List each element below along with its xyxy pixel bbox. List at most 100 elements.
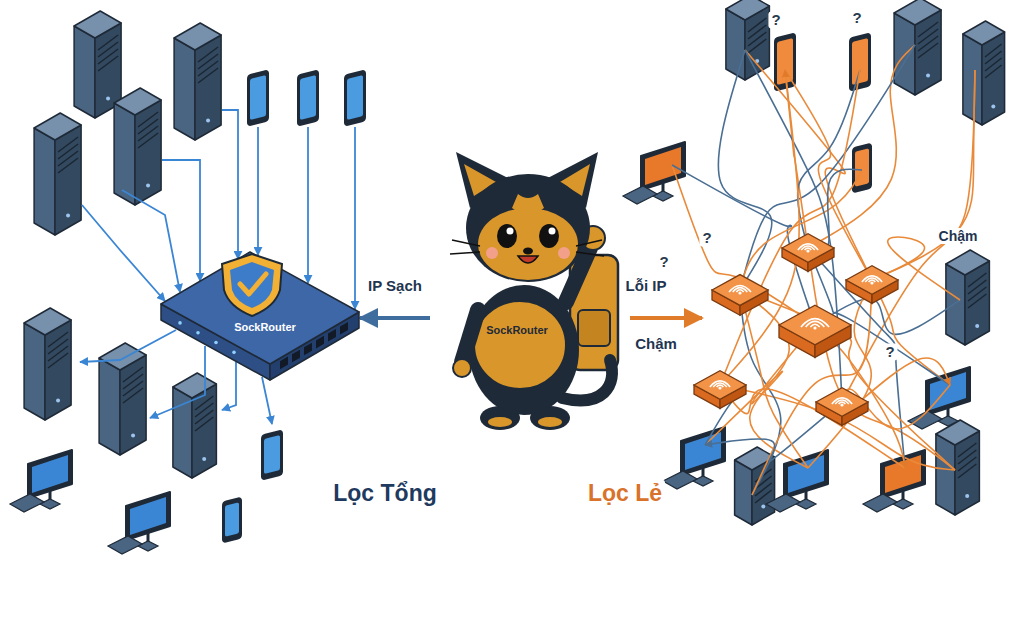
mascot: SockRouter (432, 150, 622, 440)
keyboard (766, 494, 800, 512)
server-front (120, 355, 146, 455)
cheek (486, 247, 498, 259)
head (466, 174, 590, 282)
orange-router (782, 234, 834, 272)
server-top (173, 373, 217, 398)
whisker (576, 240, 602, 246)
connector-arrow (360, 316, 430, 320)
keyboard (663, 471, 697, 489)
server-slot (918, 43, 938, 58)
server-top (114, 88, 161, 115)
server-side (174, 38, 195, 140)
question-mark: ? (849, 9, 864, 26)
tangled-wire (808, 45, 915, 248)
server-light (975, 324, 979, 328)
router-port (328, 329, 336, 342)
server-light (202, 457, 206, 461)
mouth (518, 256, 538, 263)
phone (247, 69, 269, 126)
clean-wire (122, 190, 180, 292)
whisker (452, 240, 480, 246)
server-slot (198, 61, 218, 76)
backpack-pocket (578, 310, 610, 346)
section-title: Lọc Tổng (330, 480, 439, 506)
server-slot (968, 273, 986, 287)
server-slot (748, 32, 766, 46)
phone-body (247, 69, 269, 126)
shield-inner (230, 262, 274, 308)
server-top (74, 11, 121, 38)
server-top (99, 343, 146, 370)
phone-screen (347, 75, 363, 120)
clean-wire (354, 127, 356, 309)
server-slot (748, 39, 766, 53)
keyboard (10, 494, 44, 512)
server-slot (195, 403, 213, 417)
router-top (846, 266, 898, 295)
monitor-screen (130, 497, 166, 535)
server-tower (114, 88, 161, 205)
server-front (195, 35, 221, 140)
router-top (816, 388, 868, 417)
shield (222, 254, 282, 316)
server-slot (985, 51, 1002, 64)
server-slot (918, 22, 938, 37)
wifi-arc (862, 276, 882, 282)
server-slot (958, 464, 976, 478)
server-slot (958, 443, 976, 457)
keyboard (623, 186, 657, 204)
server-side (946, 264, 965, 345)
foot (538, 417, 562, 427)
server-top (726, 0, 770, 20)
clean-wire (162, 160, 200, 281)
server-slot (968, 294, 986, 308)
orange-router (712, 275, 768, 316)
server-slot (748, 25, 766, 39)
question-mark: ? (699, 229, 714, 246)
router-light (232, 351, 236, 355)
wifi-arc (798, 244, 818, 250)
question-mark: ? (882, 343, 897, 360)
phone-body (344, 69, 366, 126)
server-side (963, 34, 982, 125)
monitor-screen (930, 372, 966, 410)
server-slot (123, 388, 143, 403)
tangled-wire (720, 70, 860, 385)
server-slot (195, 417, 213, 431)
shield-check (240, 274, 266, 294)
server-slot (138, 133, 158, 148)
orange-router (816, 388, 868, 426)
phone (222, 497, 242, 544)
router-port (304, 343, 312, 356)
foot (488, 417, 512, 427)
orange-router (779, 305, 851, 357)
server-slot (48, 332, 68, 347)
wifi-arc (710, 381, 730, 387)
server-side (726, 9, 745, 80)
phone (344, 69, 366, 126)
status-label: Chậm (632, 335, 680, 352)
server-slot (755, 490, 772, 503)
keyboard (108, 536, 142, 554)
server-side (735, 460, 752, 525)
whisker (576, 252, 604, 256)
status-label: Lỗi IP (623, 277, 670, 294)
server-front (982, 32, 1005, 125)
server-slot (58, 151, 78, 166)
server-slot (138, 119, 158, 134)
monitor-screen (645, 147, 681, 185)
tangled-wire (740, 45, 915, 290)
tangled-wire (808, 248, 955, 470)
server-slot (98, 35, 118, 50)
tangled-wire (872, 70, 975, 280)
phone (261, 429, 283, 480)
server-side (34, 128, 55, 235)
router-top (779, 305, 851, 345)
router-top (694, 371, 746, 400)
phone-body (222, 497, 242, 544)
server-light (926, 74, 930, 78)
monitor-base (138, 541, 158, 551)
server-light (965, 494, 969, 498)
mascot-label: SockRouter (486, 324, 548, 336)
server-tower (894, 0, 941, 95)
